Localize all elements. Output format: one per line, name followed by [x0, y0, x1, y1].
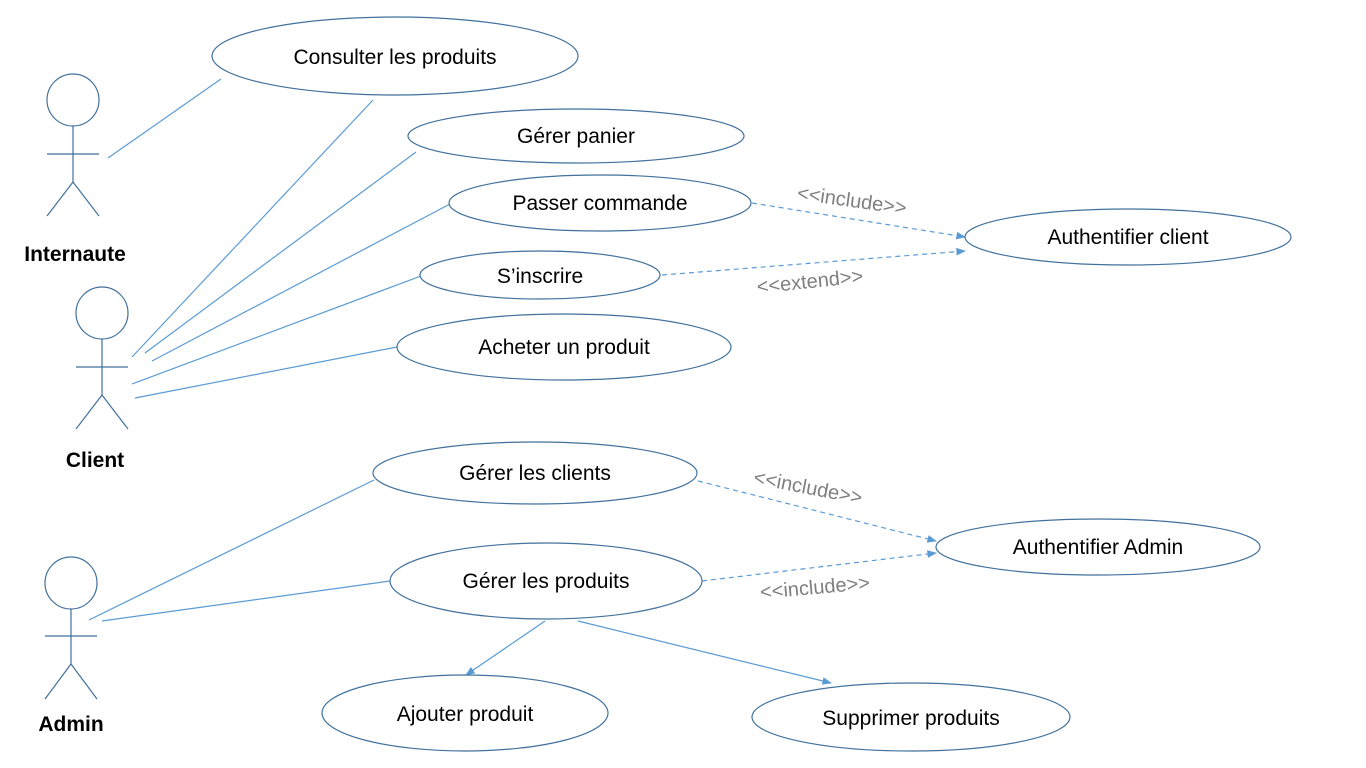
usecase-ajouter: Ajouter produit: [321, 674, 609, 752]
assoc-internaute-consulter: [107, 78, 222, 159]
usecase-passer-commande: Passer commande: [448, 174, 752, 232]
assoc-admin-clients: [88, 479, 375, 621]
usecase-acheter-label: Acheter un produit: [478, 336, 650, 359]
usecase-gerer-clients: Gérer les clients: [372, 441, 698, 505]
usecase-gerer-produits: Gérer les produits: [389, 542, 703, 620]
assoc-client-panier: [144, 151, 417, 354]
usecase-supprimer: Supprimer produits: [751, 682, 1071, 752]
actor-admin-label: Admin: [38, 713, 103, 736]
ajouter-arrow: [465, 620, 546, 676]
usecase-inscrire-label: S’inscrire: [497, 265, 583, 288]
include-produits-label: <<include>>: [759, 572, 871, 604]
actor-admin: Admin: [38, 556, 104, 736]
extend-inscrire-label: <<extend>>: [756, 265, 864, 298]
actor-internaute: Internaute: [24, 73, 126, 266]
include-clients-arrow: [697, 480, 937, 543]
usecase-consulter: Consulter les produits: [211, 16, 579, 96]
usecase-inscrire: S’inscrire: [419, 250, 661, 300]
assoc-client-commande: [151, 203, 451, 362]
usecase-gerer-panier-label: Gérer panier: [517, 125, 635, 148]
usecase-ajouter-label: Ajouter produit: [397, 703, 534, 726]
actor-client: Client: [66, 286, 129, 472]
assoc-client-consulter: [131, 99, 374, 358]
usecase-gerer-produits-label: Gérer les produits: [463, 570, 630, 593]
extend-inscrire-arrow: [661, 247, 966, 276]
actor-client-label: Client: [66, 449, 124, 472]
assoc-client-inscrire: [131, 275, 422, 385]
usecase-auth-admin: Authentifier Admin: [935, 518, 1261, 576]
usecase-auth-admin-label: Authentifier Admin: [1013, 536, 1183, 559]
assoc-client-acheter: [134, 346, 398, 399]
actor-internaute-label: Internaute: [24, 243, 126, 266]
usecase-gerer-clients-label: Gérer les clients: [459, 462, 611, 485]
usecase-acheter: Acheter un produit: [396, 313, 732, 381]
usecase-auth-client: Authentifier client: [964, 208, 1292, 266]
include-produits-arrow: [701, 550, 937, 582]
supprimer-arrow: [577, 620, 832, 685]
include-clients-label: <<include>>: [752, 467, 864, 510]
assoc-admin-produits: [101, 580, 391, 622]
usecase-gerer-panier: Gérer panier: [407, 108, 745, 164]
usecase-supprimer-label: Supprimer produits: [822, 707, 999, 730]
usecase-consulter-label: Consulter les produits: [293, 46, 496, 69]
usecase-auth-client-label: Authentifier client: [1047, 226, 1208, 249]
include-commande-label: <<include>>: [796, 182, 908, 219]
usecase-passer-commande-label: Passer commande: [512, 192, 687, 215]
